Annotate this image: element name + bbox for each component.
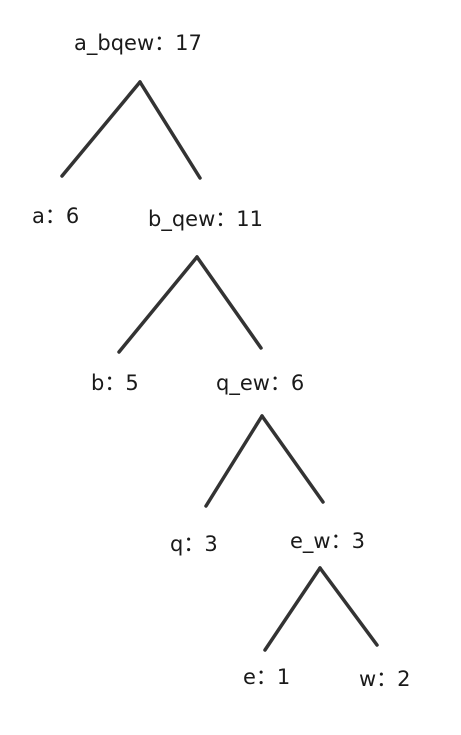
edge-q_ew-to-q xyxy=(204,414,264,508)
node-e-w-label: e_w：3 xyxy=(290,529,365,554)
edge-b_qew-to-b xyxy=(117,255,199,354)
edge-e_w-to-w xyxy=(318,566,379,647)
node-w-label: w：2 xyxy=(359,667,411,691)
node-e-label: e：1 xyxy=(243,665,290,689)
tree-edges xyxy=(60,80,379,652)
edge-a_bqew-to-b_qew xyxy=(138,80,202,180)
edge-b_qew-to-q_ew xyxy=(195,255,263,350)
node-q-ew-label: q_ew：6 xyxy=(216,371,304,396)
node-b-label: b：5 xyxy=(91,371,139,395)
edge-a_bqew-to-a xyxy=(60,80,142,178)
edge-e_w-to-e xyxy=(263,566,322,652)
edge-q_ew-to-e_w xyxy=(260,414,325,504)
tree-node-labels: a_bqew：17 a：6 b_qew：11 b：5 q_ew：6 q：3 e_… xyxy=(32,31,411,691)
node-a-label: a：6 xyxy=(32,204,79,228)
node-b-qew-label: b_qew：11 xyxy=(148,207,263,232)
node-q-label: q：3 xyxy=(170,532,218,556)
node-a-bqew-label: a_bqew：17 xyxy=(74,31,202,56)
